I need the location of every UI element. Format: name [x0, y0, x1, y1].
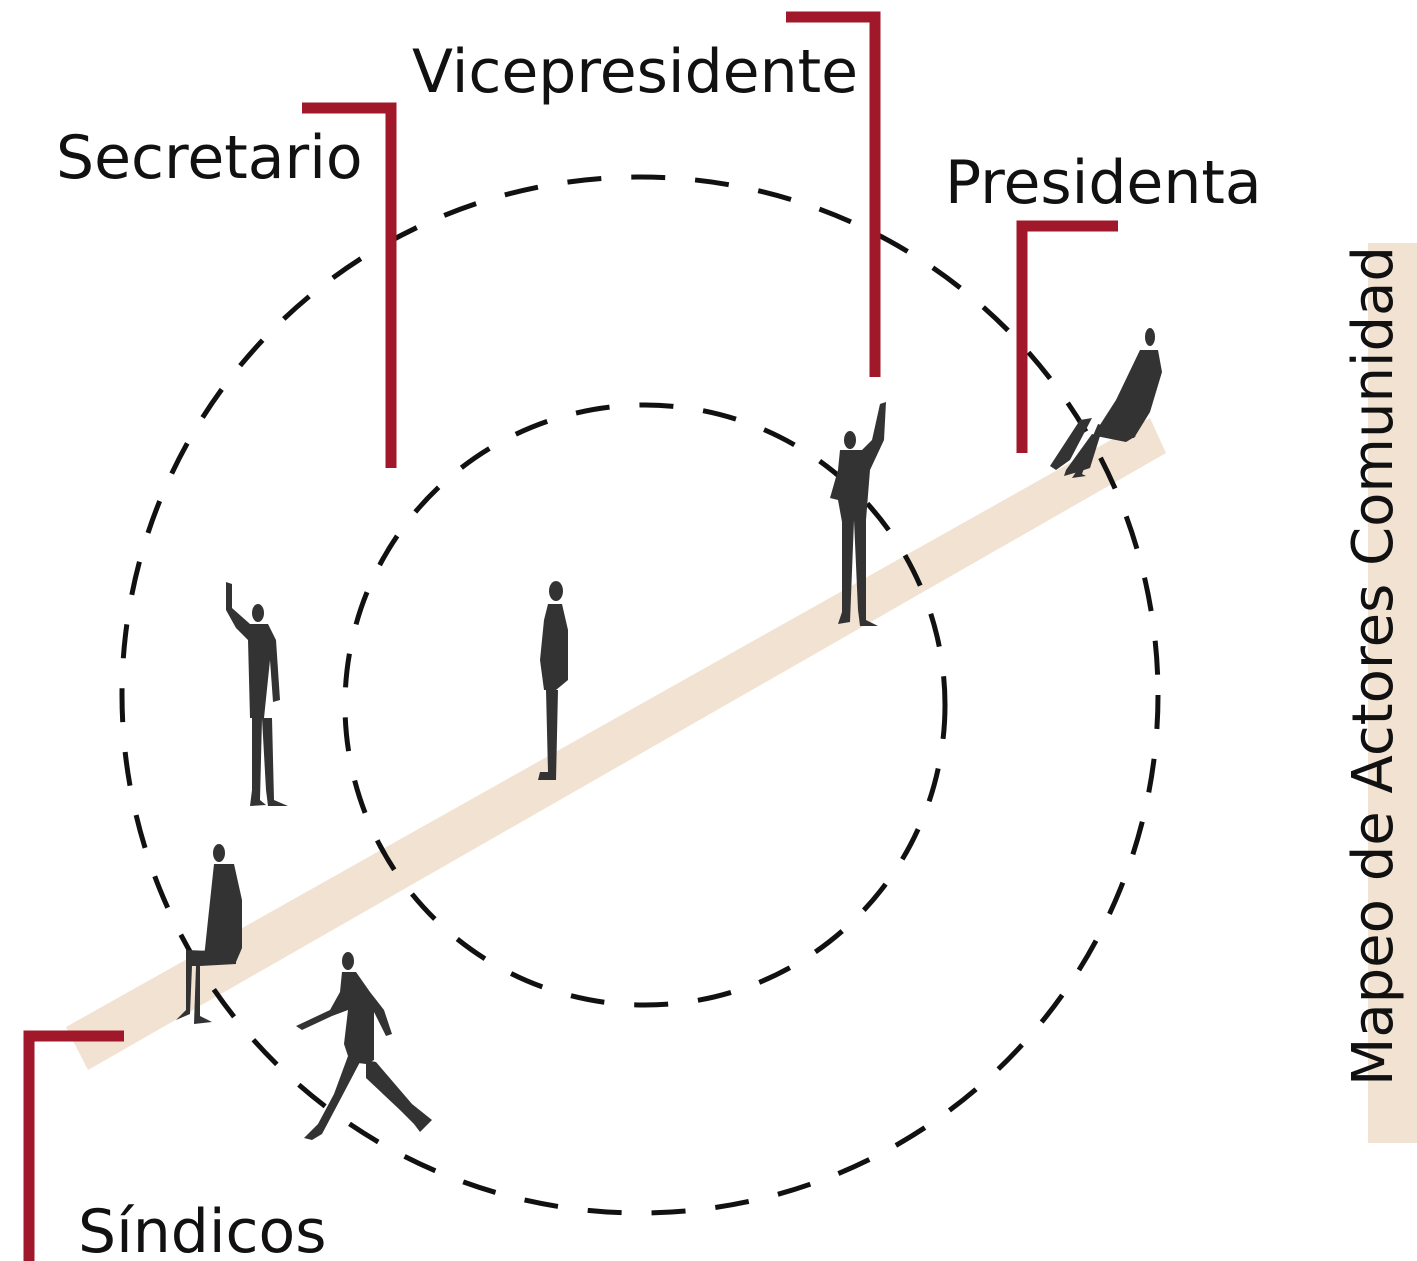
label-sindicos: Síndicos: [78, 1197, 327, 1261]
inner-ring: [342, 402, 948, 1008]
person-sitting-icon: [176, 844, 242, 1024]
bracket-presidenta: [1016, 220, 1118, 453]
title-band: [1368, 243, 1417, 1143]
person-waving-icon: [226, 582, 288, 806]
outer-ring: [119, 174, 1161, 1216]
label-presidenta: Presidenta: [945, 148, 1262, 218]
bracket-secretario: [302, 102, 397, 468]
bracket-vicepresidente: [786, 11, 881, 377]
label-secretario: Secretario: [56, 123, 363, 193]
person-waving-icon: [830, 402, 886, 626]
community-band: [66, 418, 1166, 1070]
person-standing-icon: [538, 581, 568, 780]
bracket-sindicos: [23, 1030, 124, 1261]
diagram-title: Mapeo de Actores Comunidad: [1341, 246, 1406, 1086]
person-walking-icon: [296, 952, 432, 1140]
person-sitting-icon: [1050, 328, 1162, 478]
label-vicepresidente: Vicepresidente: [412, 37, 858, 107]
